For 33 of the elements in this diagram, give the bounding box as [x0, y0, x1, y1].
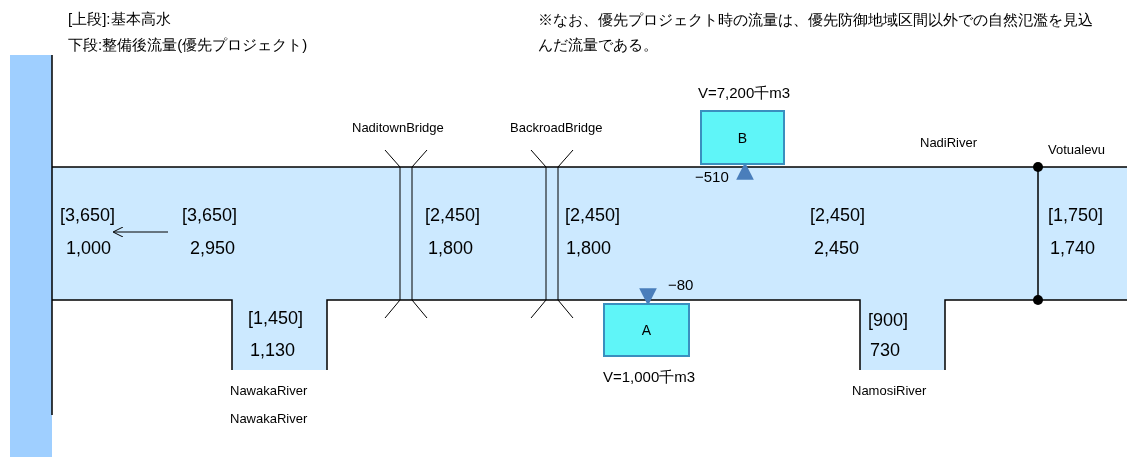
- flow-value: 1,130: [250, 340, 296, 361]
- basin-box: A: [603, 303, 690, 357]
- flow-value: [2,450]: [565, 205, 621, 226]
- flow-value: 1,740: [1050, 238, 1096, 259]
- flow-value: [2,450]: [425, 205, 481, 226]
- flow-value: [3,650]: [60, 205, 116, 226]
- flow-value: [900]: [868, 310, 909, 331]
- flow-value: [3,650]: [182, 205, 238, 226]
- edge-label: −80: [668, 276, 694, 293]
- flow-value: 730: [870, 340, 901, 361]
- river-name: NamosiRiver: [852, 383, 927, 398]
- flow-value: [2,450]: [810, 205, 866, 226]
- inflow-arrow: [639, 288, 657, 306]
- edge-label: −510: [695, 168, 729, 185]
- note-text: ※なお、優先プロジェクト時の流量は、優先防御地域区間以外での自然氾濫を見込んだ流量である。: [538, 10, 1094, 56]
- river-name: NawakaRiver: [230, 411, 308, 426]
- river-name: NadiRiver: [920, 135, 978, 150]
- header-text: 下段:整備後流量(優先プロジェクト): [68, 36, 308, 55]
- flow-value: 2,950: [190, 238, 236, 259]
- bridge-name: NaditownBridge: [352, 120, 444, 135]
- volume-label: V=7,200千m3: [698, 84, 791, 103]
- basin-box: B: [700, 110, 785, 165]
- flow-value: 1,800: [566, 238, 612, 259]
- station-name: Votualevu: [1048, 142, 1106, 157]
- flow-value: 2,450: [814, 238, 860, 259]
- flow-value: [1,450]: [248, 308, 304, 329]
- flow-value: 1,000: [66, 238, 112, 259]
- bridge-name: BackroadBridge: [510, 120, 603, 135]
- flow-value: 1,800: [428, 238, 474, 259]
- flow-value: [1,750]: [1048, 205, 1104, 226]
- volume-label: V=1,000千m3: [603, 368, 696, 387]
- river-name: NawakaRiver: [230, 383, 308, 398]
- header-text: [上段]:基本高水: [68, 10, 171, 29]
